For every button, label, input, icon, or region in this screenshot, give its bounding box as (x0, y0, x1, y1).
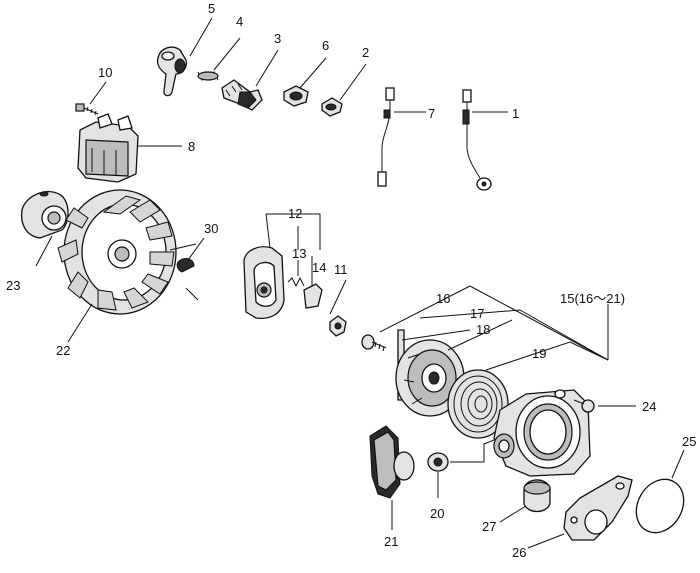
callout-3: 3 (274, 31, 281, 46)
part-20-collar (427, 452, 449, 472)
part-30-key (176, 258, 195, 273)
part-26-bracket (563, 475, 633, 541)
callout-7: 7 (428, 106, 435, 121)
callout-23: 23 (6, 278, 20, 293)
callout-19: 19 (532, 346, 546, 361)
callout-1: 1 (512, 106, 519, 121)
part-19-recoil-spring (447, 369, 509, 439)
callout-2: 2 (362, 45, 369, 60)
part-15-starter-case (493, 389, 591, 477)
part-4-spring (197, 70, 219, 82)
callout-26: 26 (512, 545, 526, 560)
part-11-nut (329, 315, 347, 337)
callout-20: 20 (430, 506, 444, 521)
part-24-bolt (573, 399, 595, 413)
callout-18: 18 (476, 322, 490, 337)
callout-15: 15(16～21) (560, 291, 625, 306)
callout-17: 17 (470, 306, 484, 321)
callout-11: 11 (334, 262, 348, 277)
part-1-ground-wire (462, 89, 492, 191)
part-27-plug (523, 479, 551, 513)
callout-21: 21 (384, 534, 398, 549)
part-7-wire-lead (377, 87, 395, 187)
callout-8: 8 (188, 139, 195, 154)
callout-24: 24 (642, 399, 656, 414)
callout-22: 22 (56, 343, 70, 358)
callout-14: 14 (312, 260, 326, 275)
callout-27: 27 (482, 519, 496, 534)
callout-4: 4 (236, 14, 243, 29)
callout-12: 12 (288, 206, 302, 221)
part-16-screw (361, 334, 387, 352)
callout-30: 30 (204, 221, 218, 236)
part-18-reel (395, 339, 465, 417)
callout-16: 16 (436, 291, 450, 306)
callout-numbers: 5 4 3 6 2 7 1 10 8 12 13 14 30 11 23 22 … (6, 1, 696, 560)
part-12-pawl-plate (243, 246, 285, 320)
part-14-pawl (303, 283, 323, 309)
callout-10: 10 (98, 65, 112, 80)
part-23-pulley (20, 191, 69, 239)
part-22-flywheel (57, 189, 199, 315)
part-21-handle (369, 425, 415, 499)
part-13-spring (287, 276, 305, 288)
leader-lines (35, 17, 685, 549)
part-10-bolt (75, 103, 99, 116)
callout-6: 6 (322, 38, 329, 53)
part-5-spark-plug-cap (156, 46, 188, 97)
part-6-grommet (283, 85, 309, 107)
part-8-ignition-coil (77, 113, 139, 183)
callout-5: 5 (208, 1, 215, 16)
callout-25: 25 (682, 434, 696, 449)
part-2-grommet (321, 97, 343, 117)
part-3-spark-plug (221, 79, 263, 111)
part-25-disc (635, 478, 685, 534)
callout-13: 13 (292, 246, 306, 261)
